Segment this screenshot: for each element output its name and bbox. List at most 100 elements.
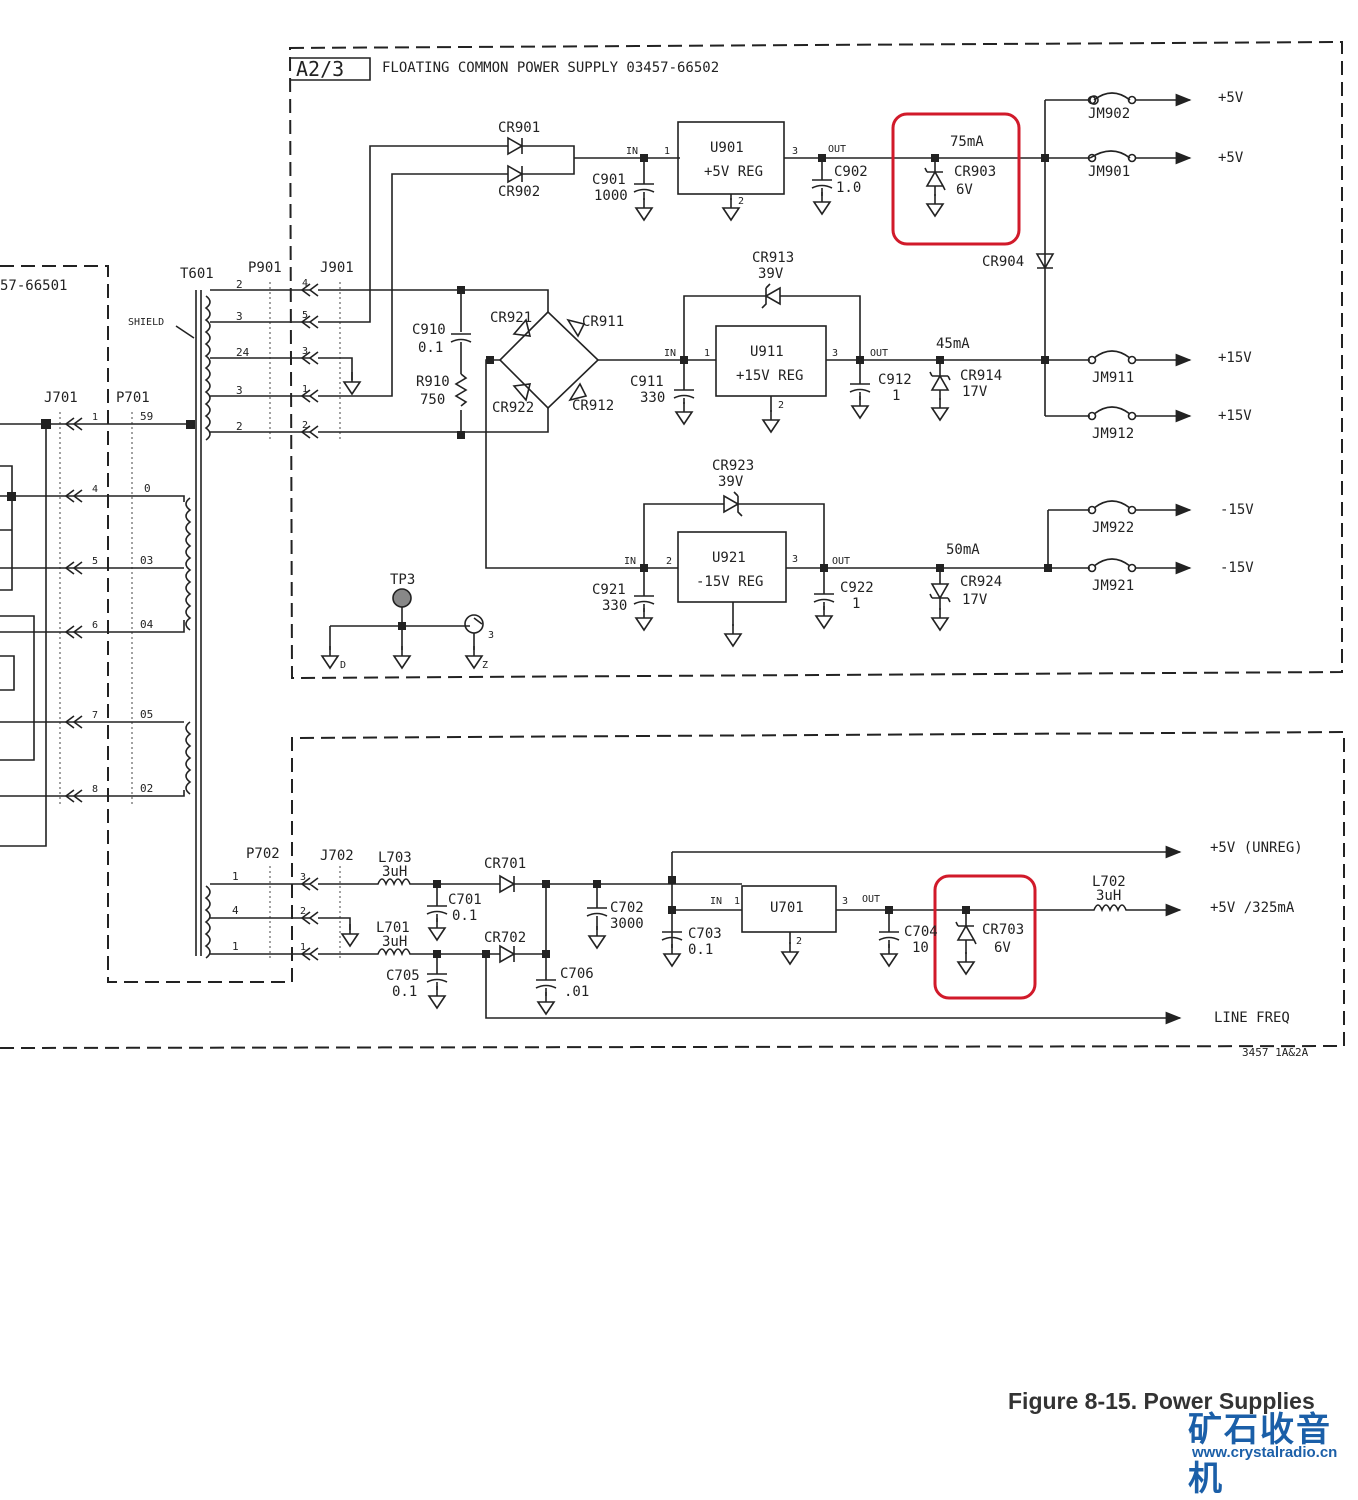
cr701-label: CR701 (484, 856, 526, 872)
cr922-label: CR922 (492, 400, 534, 416)
l703-value: 3uH (382, 864, 407, 880)
cr912-label: CR912 (572, 398, 614, 414)
out-n15v-1: -15V (1220, 502, 1254, 518)
u911-out: OUT (870, 348, 888, 359)
watermark-url: www.crystalradio.cn (1192, 1444, 1338, 1461)
u701-out: OUT (862, 894, 880, 905)
pin-j701-7: 7 (92, 710, 98, 721)
pin-j702-2: 2 (300, 906, 306, 917)
l702-label: L702 (1092, 874, 1126, 890)
tap-left-1: 59 (140, 410, 153, 423)
c901-value: 1000 (594, 188, 628, 204)
c922-label: C922 (840, 580, 874, 596)
j702-label: J702 (320, 848, 354, 864)
tap-3: 24 (236, 346, 250, 359)
pin-j702-1: 1 (300, 942, 306, 953)
tap-bottom-2: 4 (232, 904, 239, 917)
tap-left-4: 04 (140, 618, 154, 631)
p901-label: P901 (248, 260, 282, 276)
minus15-supply (633, 491, 1192, 647)
u701-in: IN (710, 896, 722, 907)
left-partial-box (0, 265, 1345, 1049)
c706-value: .01 (564, 984, 589, 1000)
out-n15v-2: -15V (1220, 560, 1254, 576)
tap-4: 3 (236, 384, 243, 397)
p702-label: P702 (246, 846, 280, 862)
cr924-value: 17V (962, 592, 988, 608)
j701-label: J701 (44, 390, 78, 406)
c912-label: C912 (878, 372, 912, 388)
c705-value: 0.1 (392, 984, 417, 1000)
cr923-label: CR923 (712, 458, 754, 474)
l701-value: 3uH (382, 934, 407, 950)
jm912-label: JM912 (1092, 426, 1134, 442)
jm902-label: JM902 (1088, 106, 1130, 122)
l701-label: L701 (376, 920, 410, 936)
u701-pin3: 3 (842, 896, 848, 907)
j701-wires (0, 417, 190, 847)
u701-pin2: 2 (796, 936, 802, 947)
cr923-value: 39V (718, 474, 744, 490)
c704-value: 10 (912, 940, 929, 956)
pin-j901-2: 2 (302, 420, 308, 431)
pin-j901-5: 5 (302, 310, 308, 321)
pin-j701-1: 1 (92, 412, 98, 423)
u911-function: +15V REG (736, 368, 803, 384)
board-id: A2/3 (296, 57, 344, 81)
c922-value: 1 (852, 596, 860, 612)
cr903-current: 75mA (950, 134, 984, 150)
u901-pin1: 1 (664, 146, 670, 157)
t601-label: T601 (180, 266, 214, 282)
tap-left-5: 05 (140, 708, 153, 721)
ground-z: Z (482, 660, 488, 671)
figure-caption: Figure 8-15. Power Supplies (1008, 1388, 1315, 1414)
u911-label: U911 (750, 344, 784, 360)
board-title: FLOATING COMMON POWER SUPPLY 03457-66502 (382, 60, 719, 76)
cr914-label: CR914 (960, 368, 1002, 384)
pin-j701-4: 4 (92, 484, 98, 495)
pin-j701-8: 8 (92, 784, 98, 795)
jm911-label: JM911 (1092, 370, 1134, 386)
tp3-label: TP3 (390, 572, 415, 588)
j901-label: J901 (320, 260, 354, 276)
drawing-number: 3457 1A&2A (1242, 1046, 1309, 1059)
cr924-label: CR924 (960, 574, 1002, 590)
p701-label: P701 (116, 390, 150, 406)
cr703-value: 6V (994, 940, 1011, 956)
connector-guides (59, 282, 341, 960)
c703-label: C703 (688, 926, 722, 942)
c706-label: C706 (560, 966, 594, 982)
u701-label: U701 (770, 900, 804, 916)
u911-pin1: 1 (704, 348, 710, 359)
cr913-value: 39V (758, 266, 784, 282)
u901-function: +5V REG (704, 164, 763, 180)
jm901-label: JM901 (1088, 164, 1130, 180)
tap-left-3: 03 (140, 554, 153, 567)
cr903-label: CR903 (954, 164, 996, 180)
u911-pin3: 3 (832, 348, 838, 359)
ground-tie (321, 588, 484, 669)
c910-value: 0.1 (418, 340, 443, 356)
cr902-label: CR902 (498, 184, 540, 200)
c902-value: 1.0 (836, 180, 861, 196)
pin-j701-5: 5 (92, 556, 98, 567)
c702-value: 3000 (610, 916, 644, 932)
cr911-label: CR911 (582, 314, 624, 330)
c911-value: 330 (640, 390, 665, 406)
schematic-diagram: A2/3 FLOATING COMMON POWER SUPPLY 03457-… (0, 40, 1345, 1059)
tap-bottom-1: 1 (232, 870, 239, 883)
floating-supply-box (288, 40, 1343, 680)
u921-label: U921 (712, 550, 746, 566)
cr904-label: CR904 (982, 254, 1024, 270)
u921-function: -15V REG (696, 574, 763, 590)
u901-in: IN (626, 146, 638, 157)
pin-j702-3: 3 (300, 872, 306, 883)
out-5v-2: +5V (1218, 150, 1244, 166)
tap-left-6: 02 (140, 782, 153, 795)
highlight-cr703 (933, 874, 1037, 1000)
tap-2: 3 (236, 310, 243, 323)
plus15-supply (450, 283, 1192, 569)
r910-label: R910 (416, 374, 450, 390)
cr703-label: CR703 (982, 922, 1024, 938)
c701-label: C701 (448, 892, 482, 908)
